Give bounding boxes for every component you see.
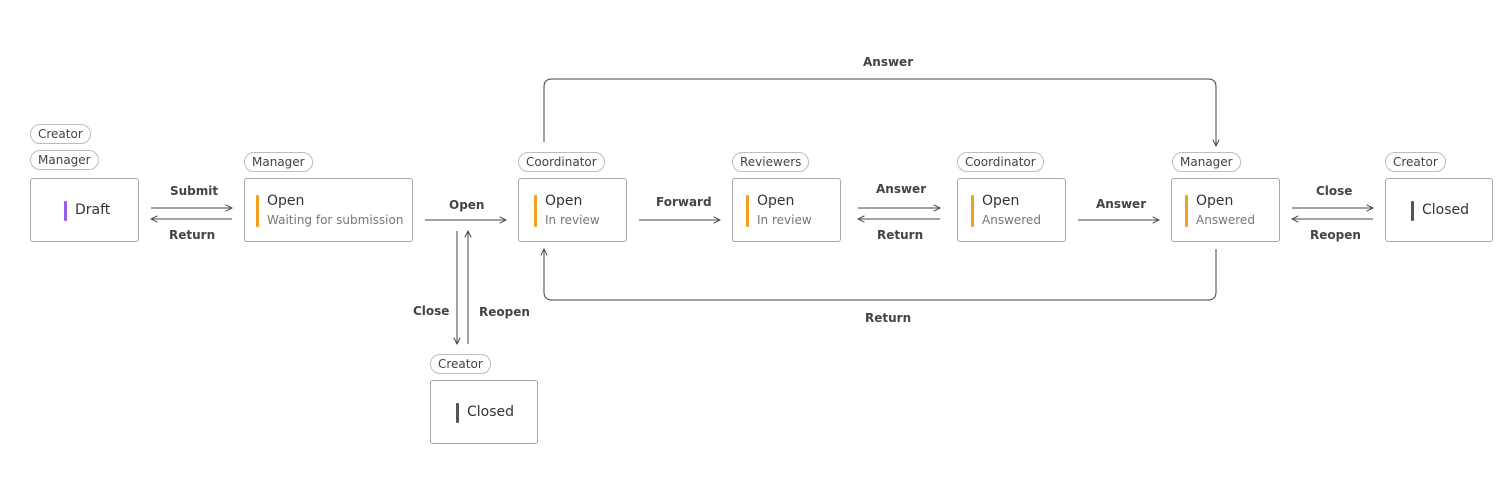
state-open-waiting[interactable]: Open Waiting for submission [244,178,413,242]
status-bar-closed [1411,201,1414,221]
status-bar-draft [64,201,67,221]
state-draft[interactable]: Draft [30,178,139,242]
transition-label-return: Return [865,311,912,325]
role-chip-coordinator: Coordinator [957,152,1044,172]
role-chip-coordinator: Coordinator [518,152,605,172]
state-title: Draft [75,202,111,218]
transition-label-forward: Forward [656,195,712,209]
state-subtitle: Waiting for submission [267,213,404,227]
transition-label-close: Close [413,304,450,318]
status-bar-closed [456,403,459,423]
state-open-review-reviewers[interactable]: Open In review [732,178,841,242]
role-chip-creator: Creator [430,354,491,374]
transition-label-reopen: Reopen [479,305,530,319]
role-chip-manager: Manager [1172,152,1241,172]
status-bar-open [1185,195,1188,227]
state-title: Closed [467,404,515,420]
state-subtitle: In review [757,213,812,227]
transition-label-return: Return [877,228,924,242]
state-open-answered-manager[interactable]: Open Answered [1171,178,1280,242]
role-chip-reviewers: Reviewers [732,152,810,172]
state-title: Open [757,193,795,209]
state-open-answered-coordinator[interactable]: Open Answered [957,178,1066,242]
state-closed-bottom[interactable]: Closed [430,380,538,444]
state-subtitle: Answered [1196,213,1255,227]
state-title: Open [267,193,305,209]
state-title: Open [1196,193,1234,209]
transition-label-answer: Answer [876,182,927,196]
state-subtitle: In review [545,213,600,227]
status-bar-open [746,195,749,227]
state-title: Closed [1422,202,1470,218]
state-title: Open [545,193,583,209]
role-chip-manager: Manager [244,152,313,172]
status-bar-open [256,195,259,227]
status-bar-open [534,195,537,227]
state-title: Open [982,193,1020,209]
status-bar-open [971,195,974,227]
transition-label-submit: Submit [170,184,219,198]
state-closed-right[interactable]: Closed [1385,178,1493,242]
role-chip-creator: Creator [30,124,91,144]
state-subtitle: Answered [982,213,1041,227]
answer-top-arrow [543,78,1216,146]
transition-label-return: Return [169,228,216,242]
state-open-review-coordinator[interactable]: Open In review [518,178,627,242]
transition-label-answer: Answer [863,55,914,69]
transition-label-close: Close [1316,184,1353,198]
transition-label-reopen: Reopen [1310,228,1361,242]
return-bottom-arrow [544,249,1217,301]
transition-label-open: Open [449,198,485,212]
transition-label-answer: Answer [1096,197,1147,211]
role-chip-manager: Manager [30,150,99,170]
role-chip-creator: Creator [1385,152,1446,172]
